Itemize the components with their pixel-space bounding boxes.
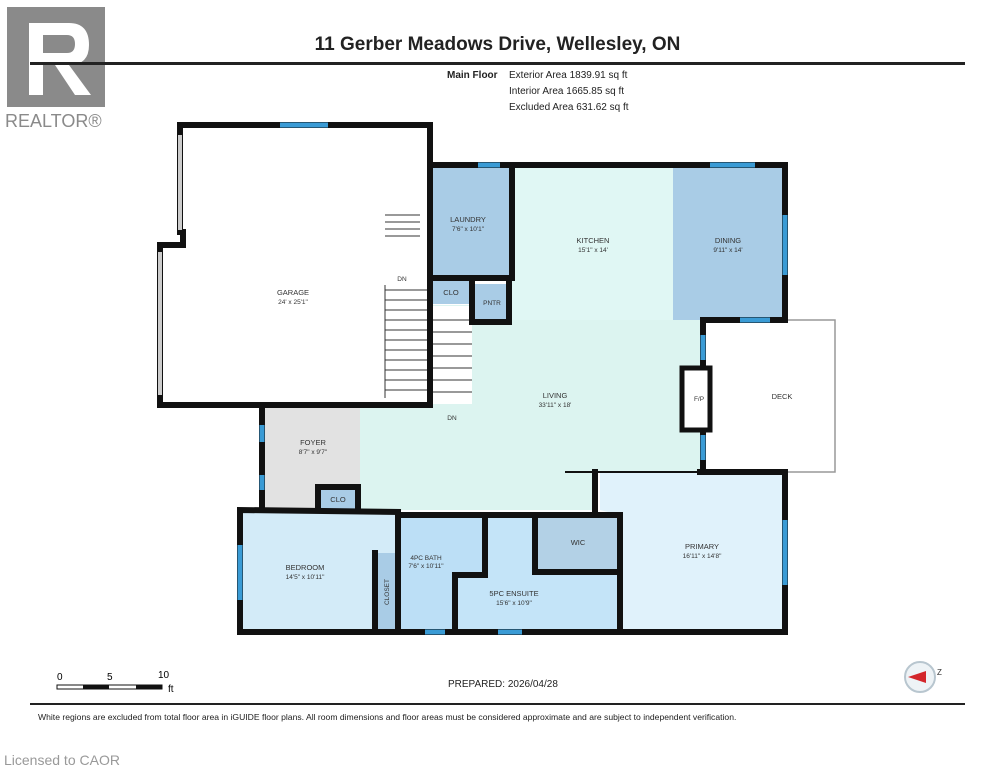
scale-unit: ft xyxy=(168,684,174,695)
realtor-r-icon xyxy=(29,23,91,95)
scale-label-5: 5 xyxy=(107,672,113,683)
scale-label-0: 0 xyxy=(57,672,63,683)
fp-label: F/P xyxy=(694,396,704,403)
realtor-logo-text: REALTOR® xyxy=(5,111,102,131)
prepared-date: PREPARED: 2026/04/28 xyxy=(448,679,558,690)
excluded-area: Excluded Area 631.62 sq ft xyxy=(509,102,629,113)
pntr-area xyxy=(475,284,509,322)
foyer-clo-area xyxy=(318,487,358,510)
scale-bar xyxy=(56,684,163,690)
garage-label: GARAGE xyxy=(277,288,309,297)
closet-area xyxy=(375,553,398,632)
divider xyxy=(30,62,965,65)
bedroom-dims: 14'5" x 10'11" xyxy=(286,574,325,581)
compass-icon: Z xyxy=(904,661,942,693)
garage-dims: 24' x 25'1" xyxy=(278,299,308,306)
svg-text:Z: Z xyxy=(937,668,942,677)
clo-area xyxy=(430,280,472,304)
primary-label: PRIMARY xyxy=(685,542,719,551)
floor-plan: GARAGE 24' x 25'1" LAUNDRY 7'6" x 10'1" … xyxy=(56,122,942,695)
pntr-label: PNTR xyxy=(483,300,501,307)
kitchen-label: KITCHEN xyxy=(577,236,610,245)
disclaimer: White regions are excluded from total fl… xyxy=(38,712,737,722)
closet-label: CLOSET xyxy=(384,579,391,605)
license-text: Licensed to CAOR xyxy=(4,752,120,768)
primary-area xyxy=(595,472,785,632)
exterior-area: Exterior Area 1839.91 sq ft xyxy=(509,70,628,81)
laundry-area xyxy=(430,165,512,278)
dining-area xyxy=(673,165,785,320)
dn-label-garage: DN xyxy=(397,276,407,283)
kitchen-area xyxy=(512,165,673,320)
laundry-dims: 7'6" x 10'1" xyxy=(452,226,485,233)
realtor-logo xyxy=(7,7,105,107)
stairs xyxy=(432,306,472,404)
area-summary: Exterior Area 1839.91 sq ft Interior Are… xyxy=(509,70,629,118)
dn-label-living: DN xyxy=(447,415,457,422)
bath4-dims: 7'6" x 10'11" xyxy=(408,563,444,570)
deck-label: DECK xyxy=(772,392,793,401)
laundry-label: LAUNDRY xyxy=(450,215,486,224)
dining-dims: 9'11" x 14' xyxy=(713,247,742,254)
foyer-label: FOYER xyxy=(300,438,326,447)
bedroom-area xyxy=(240,512,398,632)
bedroom-label: BEDROOM xyxy=(286,563,325,572)
interior-area: Interior Area 1665.85 sq ft xyxy=(509,86,625,97)
clo-label: CLO xyxy=(443,288,459,297)
foyer-clo-label: CLO xyxy=(330,495,346,504)
divider xyxy=(30,703,965,705)
wic-area xyxy=(535,515,620,572)
scale-label-10: 10 xyxy=(158,670,170,681)
dining-label: DINING xyxy=(715,236,741,245)
kitchen-dims: 15'1" x 14' xyxy=(578,247,608,254)
fireplace xyxy=(679,365,713,433)
ensuite-label: 5PC ENSUITE xyxy=(489,589,538,598)
garage-area xyxy=(160,125,430,405)
primary-dims: 16'11" x 14'8" xyxy=(683,553,722,560)
ensuite-dims: 15'6" x 10'9" xyxy=(496,600,532,607)
bath4-label: 4PC BATH xyxy=(410,555,442,562)
living-dims: 33'11" x 18' xyxy=(539,402,572,409)
page-title: 11 Gerber Meadows Drive, Wellesley, ON xyxy=(314,34,681,55)
wic-label: WIC xyxy=(571,538,586,547)
floor-label: Main Floor xyxy=(447,70,498,81)
living-label: LIVING xyxy=(543,391,568,400)
foyer-dims: 8'7" x 9'7" xyxy=(299,449,328,456)
